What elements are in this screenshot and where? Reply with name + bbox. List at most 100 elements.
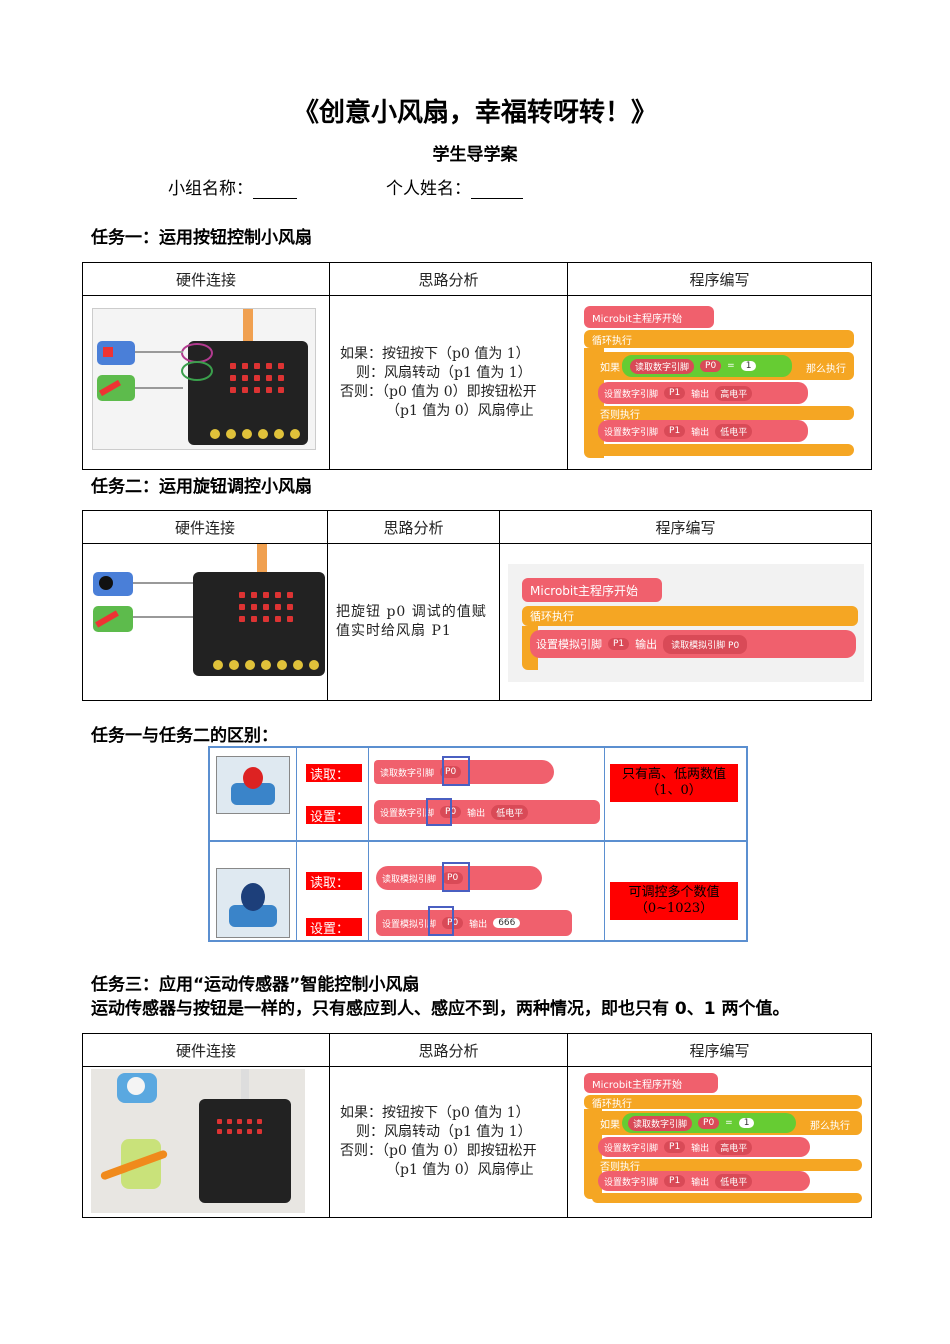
task3-table: 硬件连接 思路分析 程序编写 如果：按钮按下（p0 值为 1） 则：风扇转动（p… [82, 1033, 872, 1218]
red-button-icon [103, 347, 113, 357]
knob-photo [216, 868, 290, 938]
col-hardware: 硬件连接 [82, 1033, 330, 1067]
idea-else: 否则：（p0 值为 0）即按钮松开 [340, 383, 537, 400]
idea-then: 则：风扇转动（p1 值为 1） [356, 364, 532, 381]
condition-pill: 读取数字引脚 P0 = 1 [622, 1113, 796, 1133]
personal-name-line: 个人姓名： [386, 174, 523, 199]
page-subtitle: 学生导学案 [432, 145, 518, 165]
task1-table: 硬件连接 思路分析 程序编写 [82, 262, 872, 470]
task3-hardware-photo [91, 1069, 305, 1213]
set-label-2: 设置： [306, 918, 362, 937]
button-module [97, 341, 135, 365]
usb-cable [257, 544, 267, 572]
task3-code-blocks: Microbit主程序开始 循环执行 如果 读取数字引脚 P0 = 1 那么执行… [578, 1071, 868, 1211]
group-name-line: 小组名称： [168, 174, 297, 199]
condition-pill: 读取数字引脚 P0 = 1 [622, 355, 792, 377]
task2-heading: 任务二：运用旋钮调控小风扇 [91, 477, 312, 497]
task2-table: 硬件连接 思路分析 程序编写 把旋钮 p0 调试的值赋值实时给风扇 [82, 510, 872, 701]
analog-highlight-2 [428, 906, 454, 936]
col-hardware: 硬件连接 [82, 262, 330, 296]
fan-module [93, 606, 133, 632]
idea-if: 如果：按钮按下（p0 值为 1） [340, 1105, 530, 1121]
read-label-1: 读取： [306, 764, 362, 783]
col-code: 程序编写 [567, 1033, 872, 1067]
task1-idea-cell: 如果：按钮按下（p0 值为 1） 则：风扇转动（p1 值为 1） 否则：（p0 … [329, 295, 568, 470]
set-label-1: 设置： [306, 806, 362, 825]
idea-else-detail: （p1 值为 0）风扇停止 [386, 1162, 534, 1178]
usb-cable [243, 309, 253, 343]
fan-blade-icon [95, 610, 119, 628]
task3-description: 运动传感器与按钮是一样的，只有感应到人、感应不到，两种情况，即也只有 0、1 两… [91, 999, 790, 1019]
read-label-2: 读取： [306, 872, 362, 891]
microbit-board [193, 572, 325, 676]
else-block: 否则执行 [592, 406, 854, 421]
task3-hardware-cell [82, 1066, 330, 1218]
idea-if: 如果：按钮按下（p0 值为 1） [340, 345, 530, 362]
personal-name-blank[interactable] [471, 182, 523, 199]
fan-module [97, 375, 135, 401]
loop-block: 循环执行 [522, 606, 858, 626]
idea-else: 否则：（p0 值为 0）即按钮松开 [340, 1143, 537, 1159]
col-hardware: 硬件连接 [82, 510, 328, 544]
task1-hardware-cell [82, 295, 330, 470]
task2-idea-cell: 把旋钮 p0 调试的值赋值实时给风扇 P1 [327, 543, 500, 701]
analog-note: 可调控多个数值 （0~1023） [610, 882, 738, 920]
task1-code-cell: Microbit主程序开始 循环执行 如果 读取数字引脚 P0 = 1 那么执行… [567, 295, 872, 470]
col-idea: 思路分析 [327, 510, 500, 544]
diff-heading: 任务一与任务二的区别： [91, 726, 278, 746]
main-block: Microbit主程序开始 [522, 578, 662, 602]
task2-hardware-cell [82, 543, 328, 701]
main-block: Microbit主程序开始 [584, 1073, 718, 1093]
col-code: 程序编写 [499, 510, 872, 544]
sensor-dome-icon [127, 1077, 145, 1095]
digital-highlight-2 [426, 798, 452, 826]
p1-highlight [181, 361, 213, 381]
analog-highlight-1 [442, 862, 470, 892]
col-code: 程序编写 [567, 262, 872, 296]
knob-module [93, 572, 133, 596]
task1-code-blocks: Microbit主程序开始 循环执行 如果 读取数字引脚 P0 = 1 那么执行… [578, 304, 858, 464]
button-photo [216, 756, 290, 814]
idea-then: 则：风扇转动（p1 值为 1） [356, 1124, 532, 1140]
personal-name-label: 个人姓名： [386, 179, 471, 199]
task3-code-cell: Microbit主程序开始 循环执行 如果 读取数字引脚 P0 = 1 那么执行… [567, 1066, 872, 1218]
task1-hardware-image [92, 308, 316, 450]
col-idea: 思路分析 [329, 1033, 568, 1067]
motion-sensor-module [117, 1073, 157, 1103]
digital-note: 只有高、低两数值 （1、0） [610, 764, 738, 802]
digital-highlight-1 [442, 756, 470, 786]
loop-block: 循环执行 [584, 1095, 862, 1110]
main-block: Microbit主程序开始 [584, 306, 714, 328]
fan-blade-icon [98, 379, 122, 397]
else-block: 否则执行 [592, 1159, 862, 1173]
idea-else-detail: （p1 值为 0）风扇停止 [386, 402, 534, 419]
col-idea: 思路分析 [329, 262, 568, 296]
group-name-label: 小组名称： [168, 179, 253, 199]
task3-idea-cell: 如果：按钮按下（p0 值为 1） 则：风扇转动（p1 值为 1） 否则：（p0 … [329, 1066, 568, 1218]
loop-block: 循环执行 [584, 330, 854, 348]
task3-heading: 任务三：应用“运动传感器”智能控制小风扇 [91, 975, 420, 995]
usb-cable [241, 1069, 249, 1099]
knob-icon [99, 576, 113, 590]
microbit-board [199, 1099, 291, 1203]
red-button-icon [243, 767, 263, 789]
group-name-blank[interactable] [253, 182, 297, 199]
read-analog-pill: 读取模拟引脚 P0 [663, 634, 748, 654]
knob-icon [241, 883, 265, 911]
p0-highlight [181, 343, 213, 363]
task2-hardware-image [89, 544, 325, 684]
task1-heading: 任务一：运用按钮控制小风扇 [91, 228, 312, 248]
page-title: 《创意小风扇，幸福转呀转！》 [292, 98, 657, 128]
